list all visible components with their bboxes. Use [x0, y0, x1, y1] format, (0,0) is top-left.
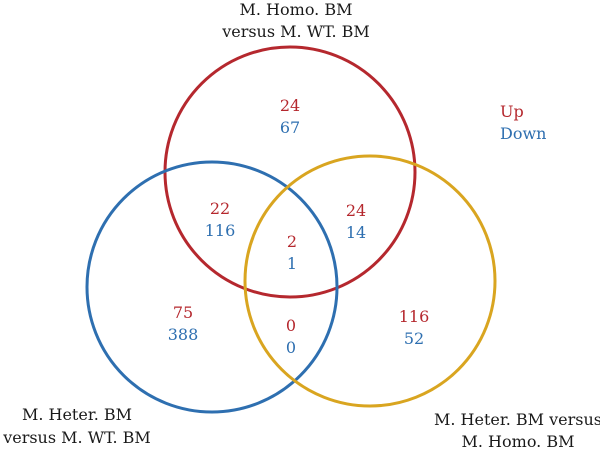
region-homo-heterhomo-down: 14	[346, 223, 366, 242]
region-all-three-up: 2	[287, 232, 297, 251]
region-all-three-down: 1	[287, 254, 297, 273]
region-homo-only-down: 67	[280, 118, 300, 137]
region-heter-heterhomo-down: 0	[286, 338, 296, 357]
set-label-heter-wt-line1: M. Heter. BM	[22, 405, 132, 424]
set-label-homo-line2: versus M. WT. BM	[221, 22, 370, 41]
region-homo-heter-up: 22	[210, 199, 230, 218]
region-heter-only-up: 75	[173, 303, 193, 322]
set-label-homo-line1: M. Homo. BM	[240, 0, 353, 19]
circle-heter-vs-wt	[85, 160, 339, 414]
set-label-heter-homo-line2: M. Homo. BM	[462, 432, 575, 451]
set-label-heter-homo-line1: M. Heter. BM versus	[434, 410, 600, 429]
region-heter-only-down: 388	[168, 325, 199, 344]
region-homo-only-up: 24	[280, 96, 300, 115]
legend-up: Up	[500, 102, 524, 121]
region-homo-heter-down: 116	[205, 221, 236, 240]
region-heterhomo-only-up: 116	[399, 307, 430, 326]
circle-heter-vs-homo	[243, 154, 497, 408]
region-heter-heterhomo-up: 0	[286, 316, 296, 335]
region-homo-heterhomo-up: 24	[346, 201, 366, 220]
region-heterhomo-only-down: 52	[404, 329, 424, 348]
legend-down: Down	[500, 124, 546, 143]
set-label-heter-wt-line2: versus M. WT. BM	[2, 428, 151, 447]
